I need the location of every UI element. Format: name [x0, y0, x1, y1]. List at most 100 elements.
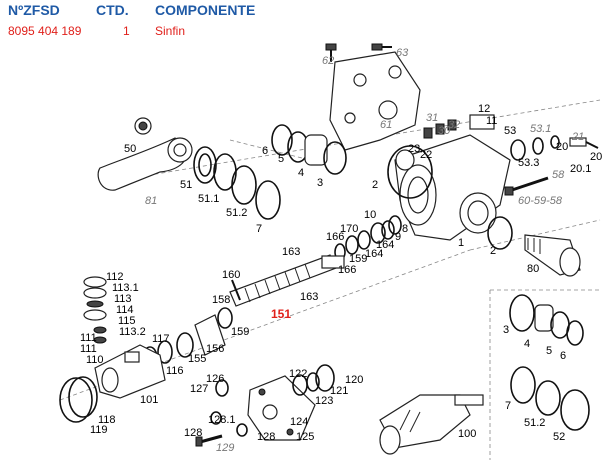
cover-124: [247, 375, 316, 441]
label-128-1: 128.1: [208, 414, 236, 426]
header-qty: CTD.: [96, 2, 129, 18]
ring-stack-8-10: [334, 215, 402, 261]
sleeve-156: [194, 314, 226, 356]
label-116: 116: [166, 365, 184, 377]
label-22: 22: [420, 149, 432, 161]
label-128-left: 128: [184, 427, 202, 439]
label-61: 61: [380, 119, 392, 131]
label-9: 9: [395, 231, 401, 243]
label-166-top: 166: [326, 231, 344, 243]
label-50: 50: [124, 143, 136, 155]
label-53-3: 53.3: [518, 157, 539, 169]
ring-118-119: [59, 376, 98, 423]
ring-159: [217, 307, 233, 329]
label-123: 123: [315, 395, 333, 407]
label-7-bottom: 7: [505, 400, 511, 412]
label-159-bottom: 159: [231, 326, 249, 338]
label-31: 31: [426, 112, 438, 124]
label-58: 58: [552, 169, 565, 181]
circlip-7: [255, 180, 281, 220]
label-160: 160: [222, 269, 240, 281]
label-114: 114: [116, 304, 134, 316]
label-100: 100: [458, 428, 476, 440]
label-8: 8: [402, 223, 408, 235]
label-120: 120: [345, 374, 363, 386]
seal-51: [193, 146, 217, 184]
label-30: 30: [438, 125, 451, 137]
label-122: 122: [289, 368, 307, 380]
label-53-1: 53.1: [530, 123, 551, 135]
label-3-top: 3: [317, 177, 323, 189]
label-121: 121: [330, 385, 348, 397]
bracket-61: [329, 51, 421, 151]
label-111-bottom: 111: [80, 343, 97, 355]
label-51-2-bottom: 51.2: [524, 417, 545, 429]
right-rings-3-6: [509, 294, 584, 346]
label-51: 51: [180, 179, 192, 191]
label-151[interactable]: 151: [271, 307, 291, 321]
label-81: 81: [145, 195, 157, 207]
right-rings-7-52: [510, 366, 590, 431]
label-10: 10: [364, 209, 376, 221]
label-2-right: 2: [490, 245, 496, 257]
label-155: 155: [188, 353, 206, 365]
label-4-top: 4: [298, 167, 304, 179]
label-6-top: 6: [262, 145, 268, 157]
label-53: 53: [504, 125, 516, 137]
label-159-top: 159: [349, 253, 367, 265]
label-52: 52: [553, 431, 565, 443]
label-12: 12: [478, 103, 490, 115]
ball-guide-112-115: [83, 276, 107, 344]
bolt-63: [371, 43, 392, 51]
row-code[interactable]: 8095 404 189: [8, 24, 82, 38]
row-qty[interactable]: 1: [123, 24, 130, 38]
label-11: 11: [486, 115, 497, 127]
gasket-2: [387, 145, 433, 199]
label-60-59-58: 60-59-58: [518, 195, 563, 207]
label-164-left: 164: [365, 248, 383, 260]
label-101: 101: [140, 394, 158, 406]
label-126: 126: [206, 373, 224, 385]
valve-20: [569, 137, 599, 149]
assembly-100: [379, 394, 484, 455]
label-129: 129: [216, 442, 234, 454]
label-1: 1: [458, 237, 464, 249]
label-170: 170: [340, 223, 358, 235]
label-113-2: 113.2: [119, 326, 146, 338]
label-23: 23: [408, 143, 420, 155]
label-127: 127: [190, 383, 208, 395]
label-110: 110: [86, 354, 104, 366]
label-112: 112: [106, 271, 124, 283]
label-163-bottom: 163: [300, 291, 318, 303]
label-113-1: 113.1: [112, 282, 139, 294]
row-component[interactable]: Sinfin: [155, 24, 186, 38]
label-128-right: 128: [257, 431, 275, 443]
seals-53: [510, 135, 560, 161]
label-5-bottom: 5: [546, 345, 552, 357]
label-125: 125: [296, 431, 314, 443]
label-124: 124: [290, 416, 308, 428]
label-118: 118: [98, 414, 116, 426]
label-20: 20: [556, 141, 568, 153]
label-80: 80: [527, 263, 539, 275]
header-code: NºZFSD: [8, 2, 60, 18]
ring-51-2: [231, 165, 257, 205]
label-21: 21: [571, 131, 584, 143]
pitman-arm-50: [97, 117, 193, 191]
label-20-1: 20.1: [570, 163, 591, 175]
label-4-bottom: 4: [524, 338, 530, 350]
bearing-group: [271, 124, 347, 175]
label-62: 62: [322, 55, 334, 67]
label-111-top: 111: [80, 332, 97, 344]
steering-housing-1: [394, 134, 511, 241]
label-6-bottom: 6: [560, 350, 566, 362]
label-7-top: 7: [256, 223, 262, 235]
label-158: 158: [212, 294, 230, 306]
valve-parts-126-129: [195, 379, 248, 447]
piston-101: [94, 344, 166, 399]
label-2-left: 2: [372, 179, 378, 191]
label-163-top: 163: [282, 246, 300, 258]
label-113: 113: [114, 293, 132, 305]
label-32: 32: [448, 119, 460, 131]
